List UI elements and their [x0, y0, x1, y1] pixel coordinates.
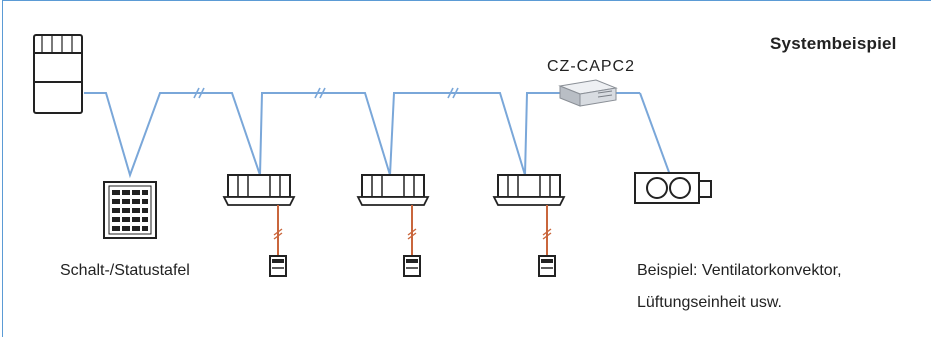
control-panel-label: Schalt-/Statustafel — [60, 262, 190, 279]
cassette-unit-icon — [356, 174, 430, 206]
control-panel-icon — [103, 181, 157, 239]
remote-wiring — [277, 205, 548, 256]
break-mark — [319, 87, 326, 99]
break-mark — [447, 87, 454, 99]
frame-left-border — [2, 0, 3, 337]
diagram-title: Systembeispiel — [770, 34, 897, 53]
cassette-unit-icon — [492, 174, 566, 206]
remote-controller-icon — [538, 255, 556, 277]
cassette-unit-icon — [222, 174, 296, 206]
break-mark — [193, 87, 200, 99]
remote-controller-icon — [269, 255, 287, 277]
example-caption-line2: Lüftungseinheit usw. — [637, 294, 782, 311]
frame-top-border — [2, 0, 931, 1]
break-mark — [314, 87, 321, 99]
bus-line-fancoil-drop — [639, 92, 671, 176]
outdoor-unit-icon — [33, 34, 83, 114]
adapter-box-icon — [558, 79, 618, 107]
adapter-label: CZ-CAPC2 — [547, 58, 636, 75]
cable-break-marks — [193, 87, 459, 99]
example-caption-line1: Beispiel: Ventilatorkonvektor, — [637, 262, 842, 279]
break-mark — [198, 87, 205, 99]
remote-break-marks — [273, 228, 552, 240]
remote-controller-icon — [403, 255, 421, 277]
fan-coil-icon — [634, 172, 712, 204]
break-mark — [452, 87, 459, 99]
bus-line-outdoor-to-panel — [84, 92, 562, 179]
